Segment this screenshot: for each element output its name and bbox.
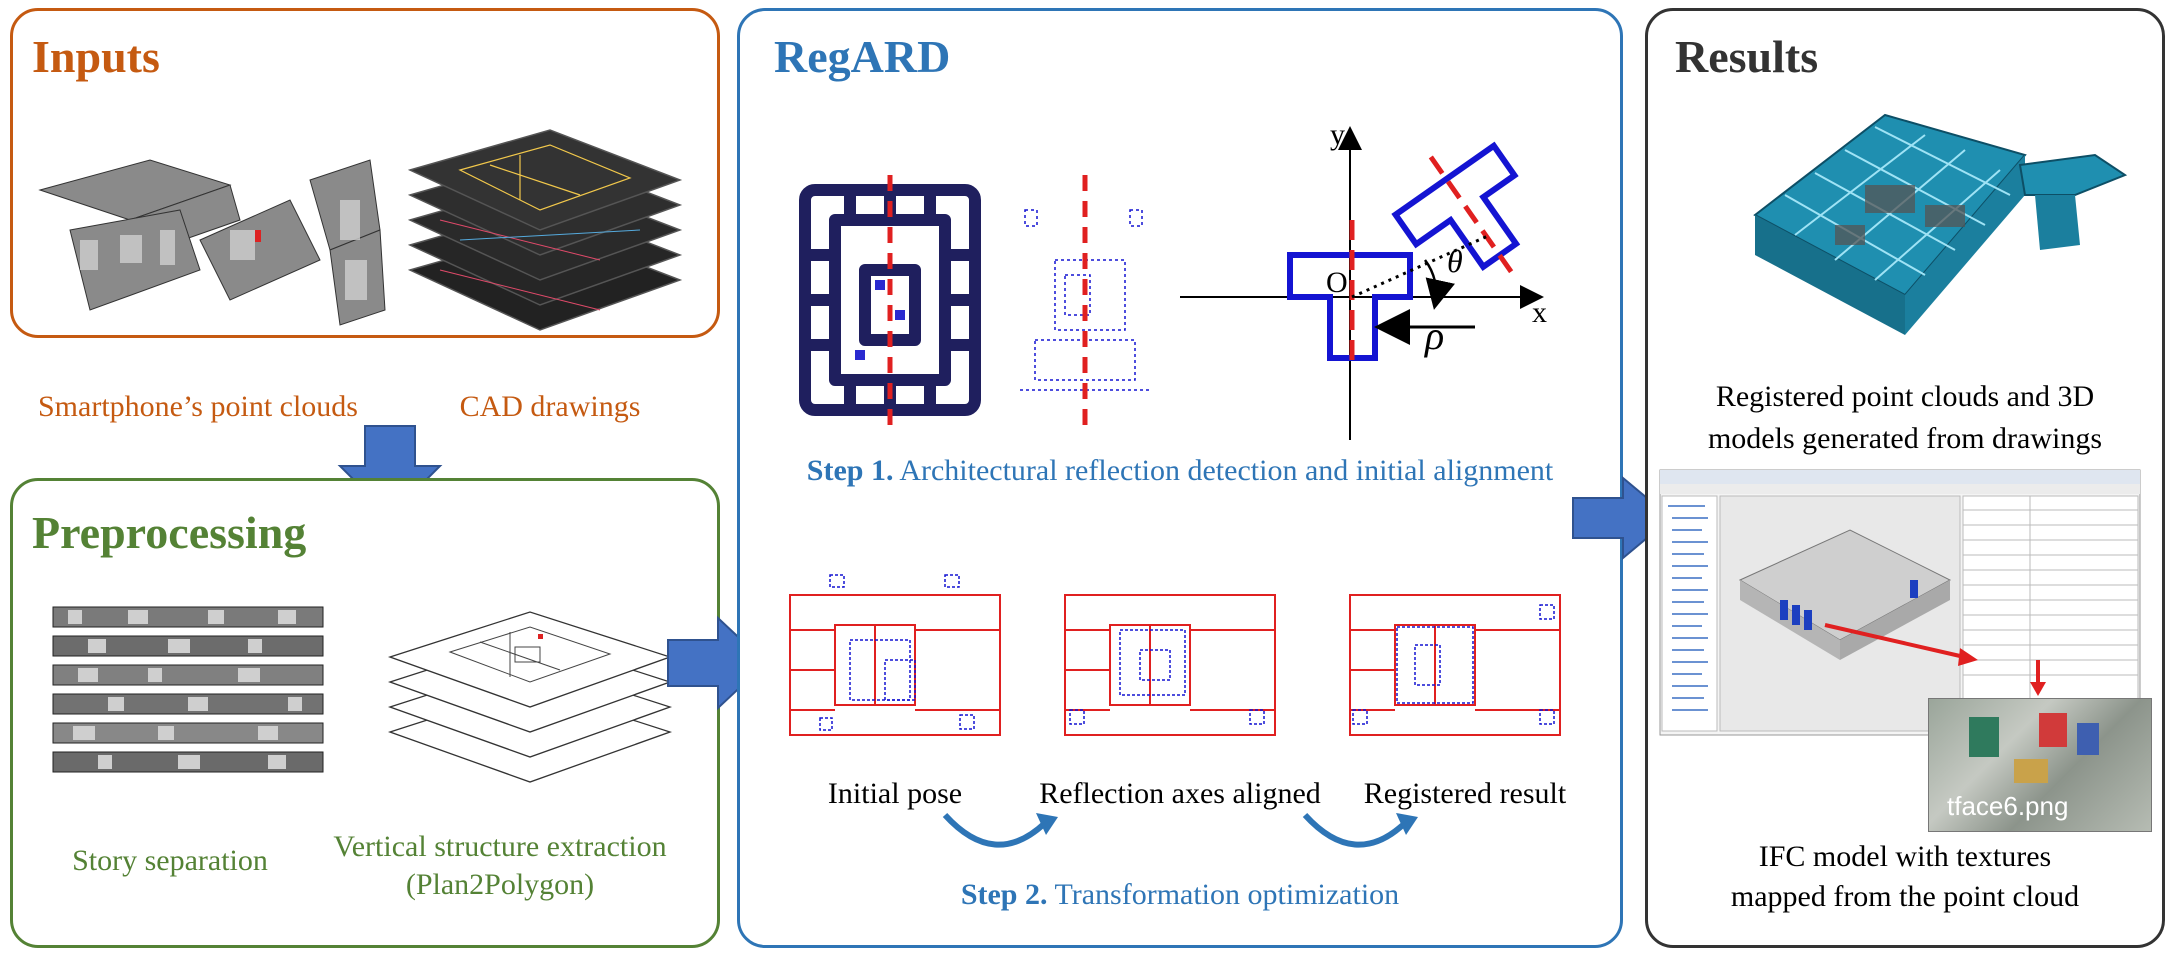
floor-plan-sparse-image bbox=[1020, 175, 1150, 430]
ifc-software-screenshot bbox=[1659, 469, 2141, 736]
cad-drawings-label: CAD drawings bbox=[459, 390, 641, 423]
registered-result-label: Registered result bbox=[1363, 777, 1567, 810]
texture-thumbnail: tface6.png bbox=[1928, 698, 2152, 832]
reflection-axes-aligned-label: Reflection axes aligned bbox=[1039, 777, 1321, 810]
texture-filename: tface6.png bbox=[1947, 791, 2069, 821]
cad-drawings-stack-image bbox=[407, 129, 683, 331]
preprocessing-title: Preprocessing bbox=[32, 507, 307, 558]
regard-title: RegARD bbox=[774, 31, 951, 82]
plan-registered-result-image bbox=[1349, 594, 1561, 736]
story-separation-label: Story separation bbox=[72, 844, 268, 877]
story-separation-image bbox=[52, 606, 324, 773]
smartphone-point-cloud-image bbox=[38, 159, 386, 326]
t-shape-rotated bbox=[1391, 141, 1521, 274]
step1-text: Architectural reflection detection and i… bbox=[899, 454, 1554, 487]
results-title: Results bbox=[1675, 31, 1819, 82]
registered-3d-model-image bbox=[1753, 113, 2128, 335]
inputs-title: Inputs bbox=[32, 31, 160, 82]
rho-label: ρ bbox=[1425, 313, 1445, 358]
ifc-label-line1: IFC model with textures bbox=[1758, 840, 2052, 873]
registered-label-line1: Registered point clouds and 3D bbox=[1715, 380, 2095, 413]
step2-prefix: Step 2. bbox=[960, 878, 1048, 911]
curved-arrow-aligned-to-registered bbox=[1302, 812, 1418, 848]
t-shape-origin bbox=[1287, 252, 1413, 361]
plan-reflection-aligned-image bbox=[1064, 594, 1276, 736]
step2-text: Transformation optimization bbox=[1054, 878, 1400, 911]
axis-x-label: x bbox=[1532, 296, 1547, 329]
initial-pose-label: Initial pose bbox=[827, 777, 963, 810]
step1-caption: Step 1. Architectural reflection detecti… bbox=[737, 452, 1623, 490]
ifc-label-line2: mapped from the point cloud bbox=[1730, 880, 2080, 913]
floor-plan-dark-image bbox=[799, 175, 981, 425]
axis-y-label: y bbox=[1330, 118, 1345, 151]
vertical-structure-label-line2: (Plan2Polygon) bbox=[405, 868, 595, 901]
curved-arrow-initial-to-aligned bbox=[942, 812, 1058, 848]
vertical-structure-label-line1: Vertical structure extraction bbox=[333, 830, 667, 863]
step2-caption: Step 2. Transformation optimization bbox=[737, 876, 1623, 914]
smartphone-point-clouds-label: Smartphone’s point clouds bbox=[38, 390, 358, 423]
step1-prefix: Step 1. bbox=[806, 454, 894, 487]
registered-label-line2: models generated from drawings bbox=[1707, 422, 2103, 455]
coordinate-diagram bbox=[1180, 126, 1544, 440]
plan-initial-pose-image bbox=[789, 574, 1001, 736]
theta-label: θ bbox=[1447, 243, 1463, 279]
origin-label: O bbox=[1326, 266, 1348, 299]
regard-panel bbox=[737, 8, 1623, 948]
vertical-structure-stack-image bbox=[387, 611, 673, 783]
